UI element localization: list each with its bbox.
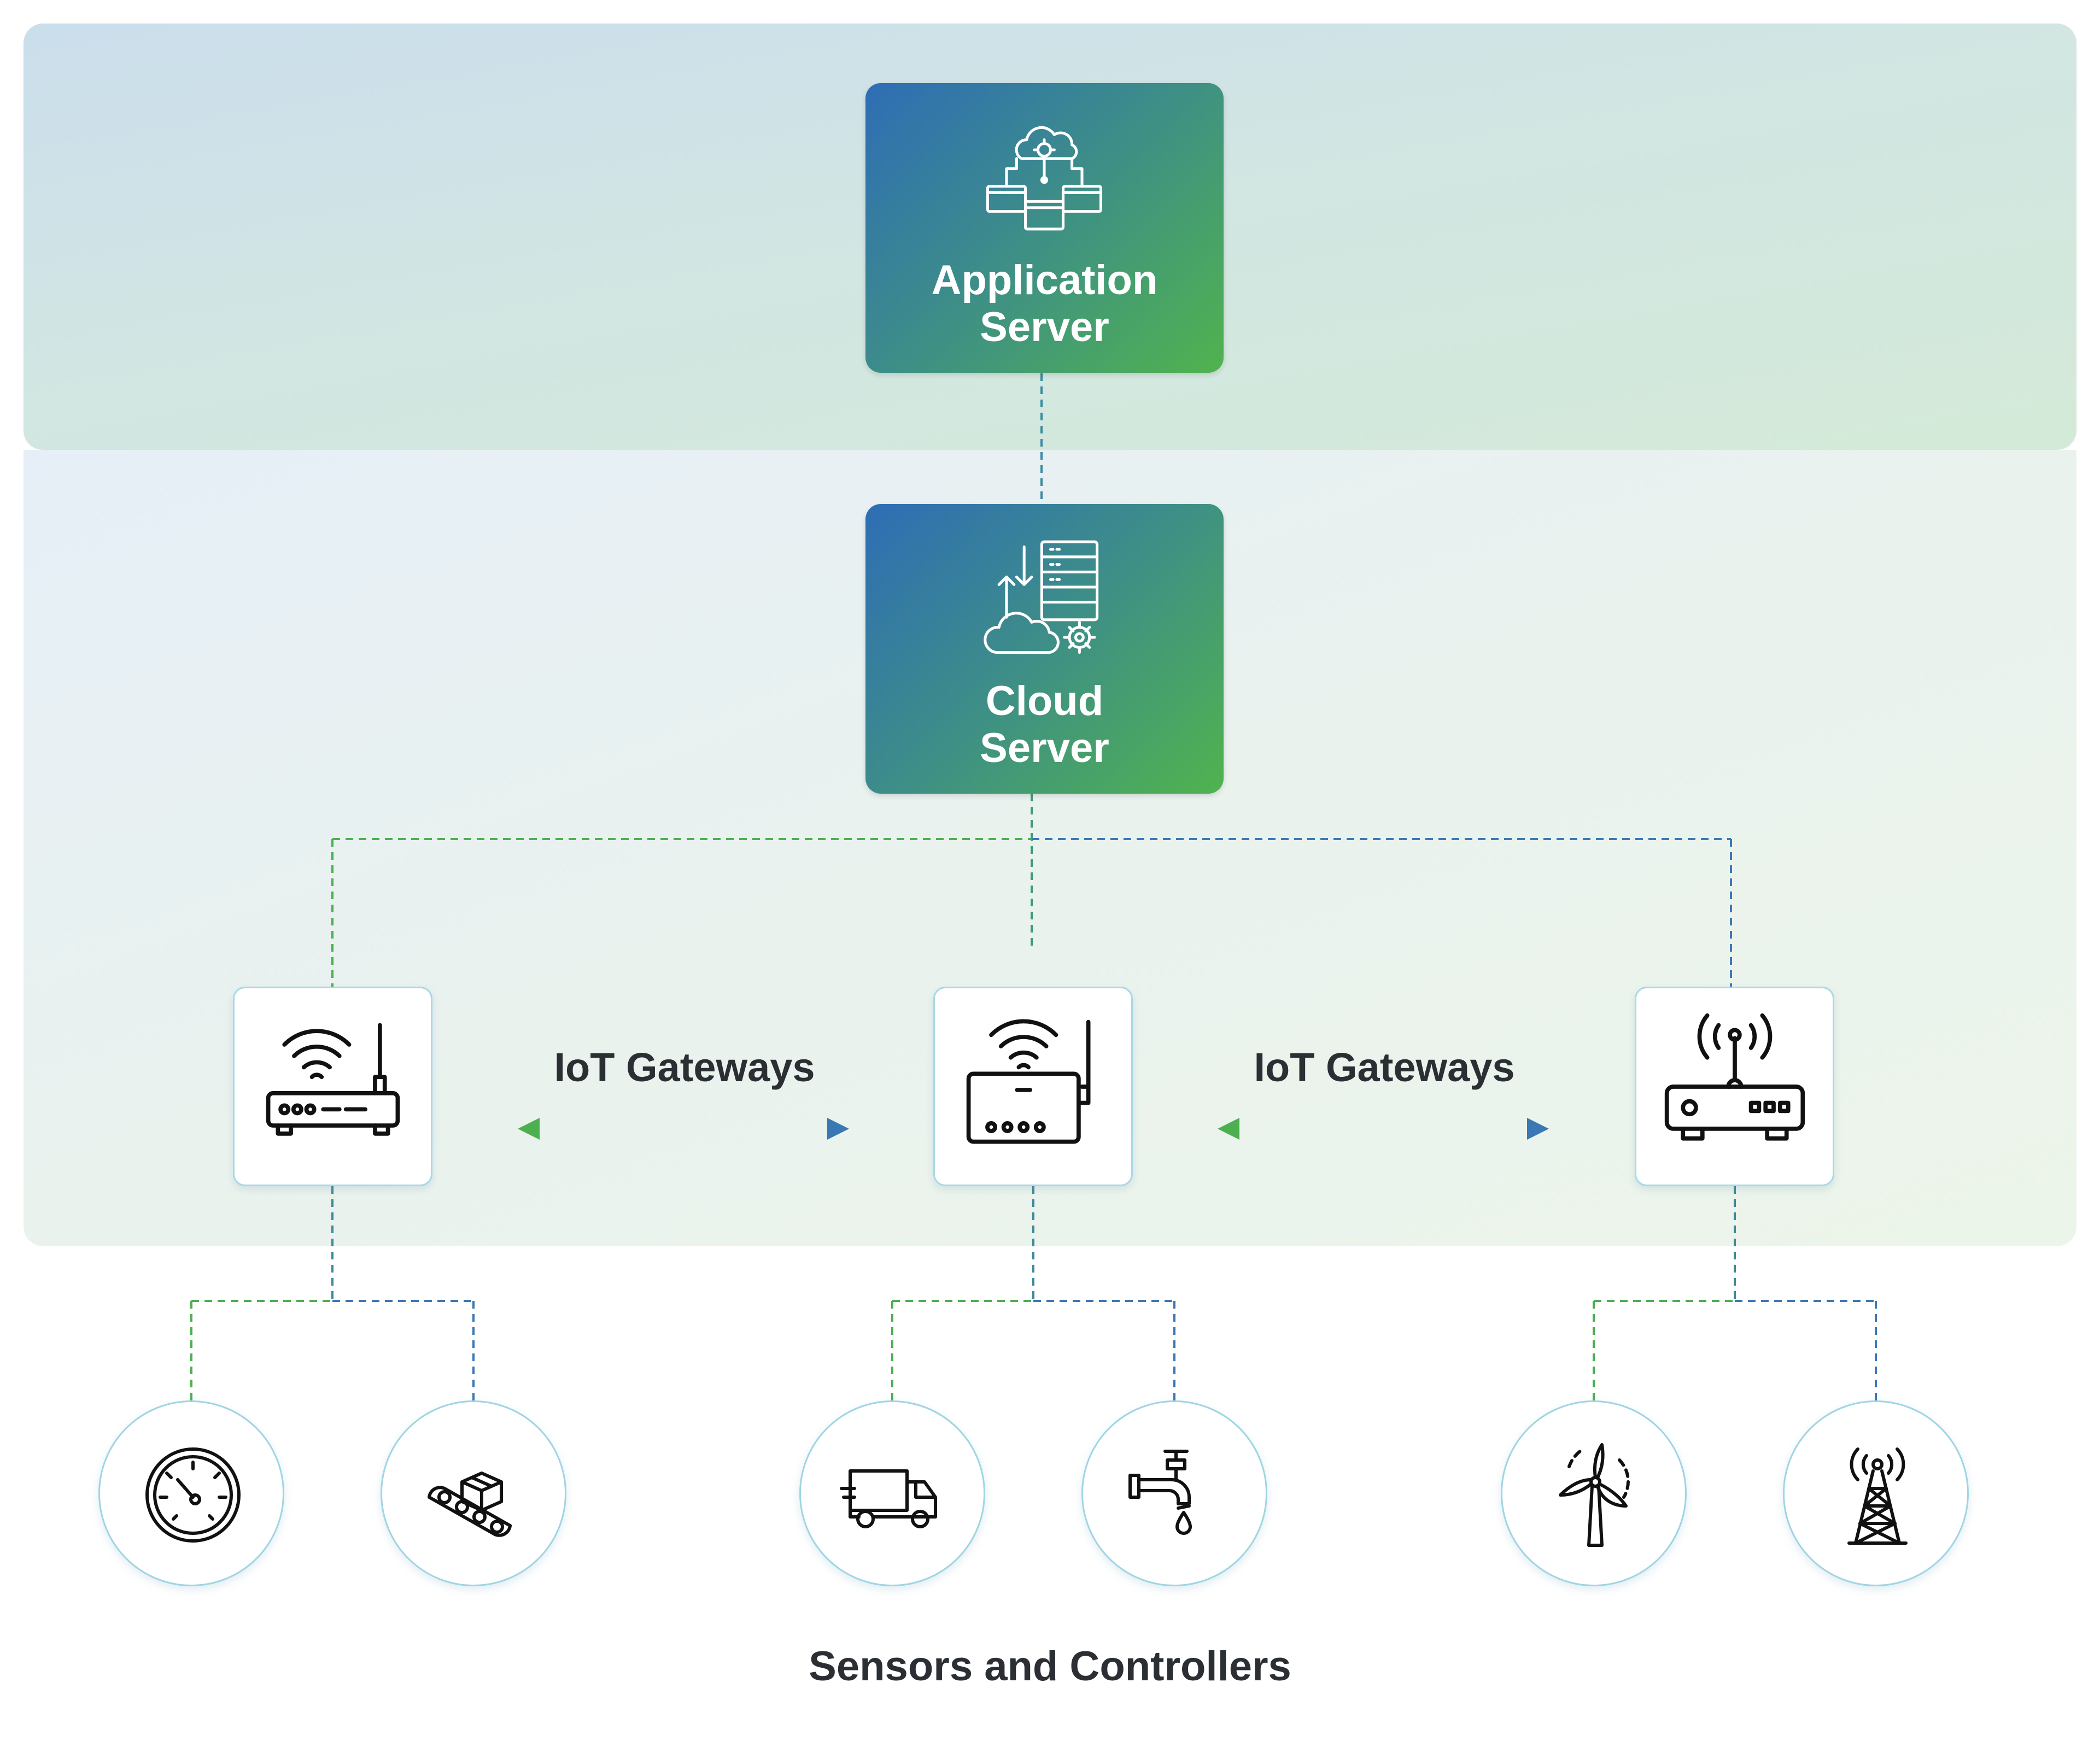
sensor-wind-turbine xyxy=(1501,1400,1687,1586)
gateway-node-right xyxy=(1635,987,1834,1186)
wind-turbine-icon xyxy=(1559,1443,1630,1547)
sensors-label: Sensors and Controllers xyxy=(809,1643,1291,1690)
cell-tower-icon xyxy=(1847,1447,1908,1545)
truck-icon xyxy=(840,1469,937,1528)
sensor-cell-tower xyxy=(1783,1400,1969,1586)
sensor-conveyor xyxy=(381,1400,566,1586)
cloud-server-label: Cloud Server xyxy=(980,678,1109,771)
wifi-router-icon xyxy=(266,1023,400,1136)
gateway-link-label-right: IoT Gateways xyxy=(1254,1045,1515,1090)
sensor-truck xyxy=(799,1400,985,1586)
application-server-label: Application Server xyxy=(931,257,1158,350)
cloud-server-node: Cloud Server xyxy=(865,504,1224,794)
cloud-network-icon xyxy=(986,126,1103,231)
sensor-gauge xyxy=(98,1400,284,1586)
gateway-node-left xyxy=(233,987,432,1186)
radio-router-icon xyxy=(1664,1013,1805,1141)
conveyor-icon xyxy=(428,1472,512,1537)
gateway-node-center xyxy=(933,987,1133,1186)
application-server-node: Application Server xyxy=(865,83,1224,373)
server-rack-cloud-icon xyxy=(984,540,1099,654)
wifi-modem-icon xyxy=(966,1019,1091,1144)
gauge-icon xyxy=(145,1447,241,1543)
sensor-faucet xyxy=(1081,1400,1267,1586)
gateway-link-label-left: IoT Gateways xyxy=(554,1045,815,1090)
faucet-icon xyxy=(1128,1450,1192,1535)
